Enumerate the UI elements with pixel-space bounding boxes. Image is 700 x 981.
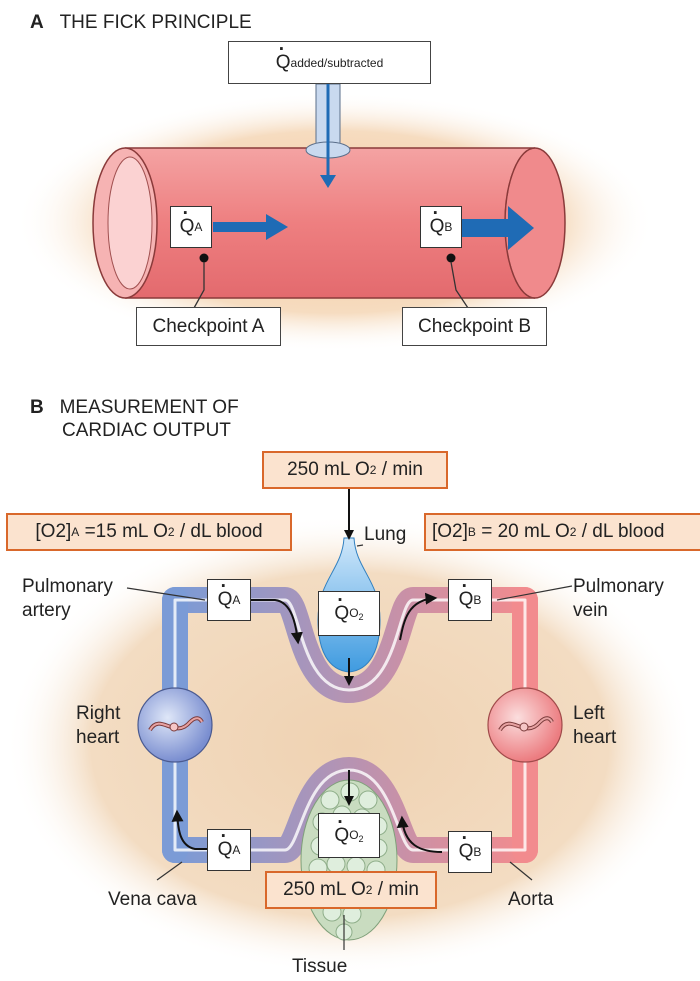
qa-subscript: A [194,220,203,234]
qb-pulmonary-box: QB [448,576,492,621]
qa-systemic-box: QA [207,826,251,871]
qa-box: QA [170,203,212,248]
qb-subscript: B [444,220,453,234]
left-heart-label-1: Left [573,703,605,724]
o2-a-tail: / dL blood [174,521,263,542]
qo2-tissue-sub-o: O [349,827,359,842]
flow-arrow-b [462,206,534,250]
qa-pulmonary-box: QA [207,576,251,621]
o2-b-rest: = 20 mL O [475,521,570,542]
o2-b-sub2: 2 [569,525,577,539]
qb-pulmonary-sub: B [473,593,482,607]
qo2-tissue-box: QO2 [318,812,380,858]
qo2-lung-symbol: Q [334,590,349,625]
vena-cava-label: Vena cava [108,889,197,910]
panel-a-title: THE FICK PRINCIPLE [59,12,252,33]
right-heart [137,687,213,763]
o2-b-bracket: [O2] [432,521,468,542]
loop-flow-arrows [171,592,443,853]
checkpoint-a-dot [199,253,209,263]
qb-systemic-sub: B [473,845,482,859]
qo2-lung-sub: O2 [349,606,363,622]
checkpoint-b-label: Checkpoint B [402,307,547,346]
lung-label: Lung [364,524,407,545]
pulmonary-vein-label-2: vein [573,600,608,621]
right-heart-label-2: heart [76,727,120,748]
o2-a-sub: A [71,525,80,539]
q-added-symbol: Q [276,39,291,74]
qo2-tissue-sub: O2 [349,828,363,844]
qb-pulmonary-symbol: Q [459,576,474,611]
checkpoint-a-label: Checkpoint A [136,307,281,346]
left-heart-label-2: heart [573,727,617,748]
panel-b-heading: B MEASUREMENT OF [30,396,239,419]
qb-systemic-symbol: Q [459,828,474,863]
qa-systemic-symbol: Q [218,826,233,861]
qo2-lung-sub-2: 2 [358,611,364,622]
lung-uptake-sub: 2 [369,463,377,477]
qb-symbol: Q [430,203,445,238]
tissue-use-prefix: 250 mL O [283,879,366,900]
lung-uptake-suffix: / min [376,459,423,480]
qa-pulmonary-sub: A [232,593,241,607]
flow-arrow-a [213,214,288,240]
qo2-tissue-sub-2: 2 [358,833,364,844]
q-added-subscript: added/subtracted [290,55,384,70]
label-leaders [126,544,573,950]
qb-systemic-box: QB [448,828,492,873]
pulmonary-vein-label-1: Pulmonary [573,576,664,597]
aorta-label: Aorta [508,889,554,910]
tissue-use-sub: 2 [365,883,373,897]
o2-b-tail: / dL blood [576,521,665,542]
panel-b-title-line2: CARDIAC OUTPUT [62,420,231,441]
tissue-label: Tissue [292,956,348,977]
addition-side-tube [305,83,351,188]
o2-delivery-arrow [344,770,354,806]
tissue-use-suffix: / min [372,879,419,900]
o2-a-sub2: 2 [167,525,175,539]
o2-a-bracket: [O2] [35,521,72,542]
panel-a-heading: A THE FICK PRINCIPLE [30,11,252,34]
lung-uptake-prefix: 250 mL O [287,459,370,480]
qb-box: QB [420,203,462,248]
panel-a-letter: A [30,12,44,33]
right-heart-label-1: Right [76,703,121,724]
qo2-lung-box: QO2 [318,590,380,636]
pulmonary-artery-label-2: artery [22,600,71,621]
qo2-tissue-symbol: Q [334,812,349,847]
panel-b-title-line1: MEASUREMENT OF [59,397,239,418]
o2-uptake-arrow [344,488,354,686]
o2-a-rest: =15 mL O [79,521,168,542]
o2-b-sub: B [467,525,476,539]
left-heart [487,687,563,763]
qa-systemic-sub: A [232,843,241,857]
panel-b-letter: B [30,397,44,418]
qa-pulmonary-symbol: Q [218,576,233,611]
qa-symbol: Q [180,203,195,238]
checkpoint-b-dot [446,253,456,263]
pulmonary-artery-label-1: Pulmonary [22,576,113,597]
qo2-lung-sub-o: O [349,605,359,620]
